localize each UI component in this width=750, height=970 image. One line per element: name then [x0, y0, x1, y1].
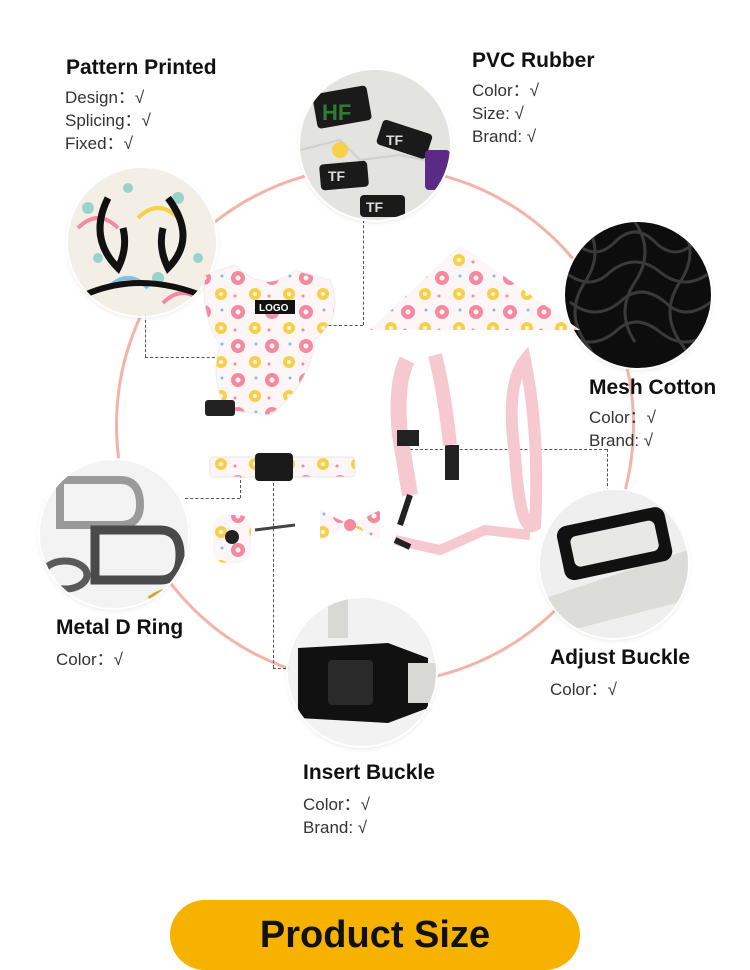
product-set-illustration: LOGO — [195, 235, 590, 565]
feature-title: Pattern Printed — [66, 56, 217, 79]
mesh-cotton-photo — [565, 222, 711, 368]
adjust-buckle-image — [540, 490, 688, 638]
adjust-buckle-photo — [540, 490, 688, 638]
insert-buckle-photo — [288, 598, 436, 746]
feature-pvc: PVC Rubber Color：√ Size: √ Brand: √ — [472, 49, 595, 148]
connector-metal — [185, 498, 240, 499]
feature-pattern: Pattern Printed Design：√ Splicing：√ Fixe… — [65, 56, 217, 155]
pvc-patch-text: TF — [328, 168, 346, 184]
connector-insert-h — [273, 668, 291, 669]
connector-pvc — [363, 210, 364, 325]
mesh-cotton-image — [565, 222, 711, 368]
pattern-fabric-image — [68, 168, 216, 316]
feature-title: Mesh Cotton — [589, 376, 717, 399]
metal-d-ring-photo — [40, 460, 188, 608]
feature-attr: Size: √ — [472, 104, 524, 123]
feature-metal: Metal D Ring Color：√ — [56, 616, 183, 671]
insert-buckle-image — [288, 598, 436, 746]
feature-attr: Design：√ — [65, 88, 145, 107]
pvc-patch-text: TF — [386, 132, 404, 148]
feature-attr: Brand: √ — [589, 431, 654, 450]
pattern-fabric-photo — [68, 168, 216, 316]
feature-title: PVC Rubber — [472, 49, 595, 72]
pvc-rubber-image: HF TF TF TF — [300, 70, 450, 220]
connector-pattern — [145, 315, 146, 357]
logo-tag: LOGO — [259, 303, 289, 314]
feature-attr: Color：√ — [589, 408, 656, 427]
pvc-rubber-photo: HF TF TF TF — [300, 70, 450, 220]
feature-attr: Brand: √ — [472, 127, 537, 146]
feature-attr: Color：√ — [472, 81, 539, 100]
connector-metal-v — [240, 470, 241, 498]
feature-attr: Color：√ — [303, 795, 370, 814]
feature-attr: Splicing：√ — [65, 111, 151, 130]
feature-title: Metal D Ring — [56, 616, 184, 639]
feature-attr: Color：√ — [550, 680, 617, 699]
feature-attr: Fixed：√ — [65, 134, 133, 153]
connector-pattern-h — [145, 357, 220, 358]
feature-title: Insert Buckle — [303, 761, 435, 784]
feature-attr: Color：√ — [56, 650, 123, 669]
connector-pvc-h — [318, 325, 363, 326]
feature-insert: Insert Buckle Color：√ Brand: √ — [303, 761, 435, 839]
feature-attr: Brand: √ — [303, 818, 368, 837]
feature-title: Adjust Buckle — [550, 646, 691, 669]
pvc-patch-text: TF — [366, 199, 384, 215]
banner-label: Product Size — [259, 914, 491, 956]
connector-adjust-v — [607, 449, 608, 491]
pvc-patch-text: HF — [322, 100, 351, 125]
product-set-image: LOGO — [203, 245, 580, 563]
metal-d-ring-image — [40, 460, 188, 608]
feature-adjust: Adjust Buckle Color：√ — [550, 646, 690, 701]
connector-insert — [273, 478, 274, 668]
product-size-banner: Product Size — [170, 900, 580, 970]
feature-mesh: Mesh Cotton Color：√ Brand: √ — [589, 376, 716, 452]
